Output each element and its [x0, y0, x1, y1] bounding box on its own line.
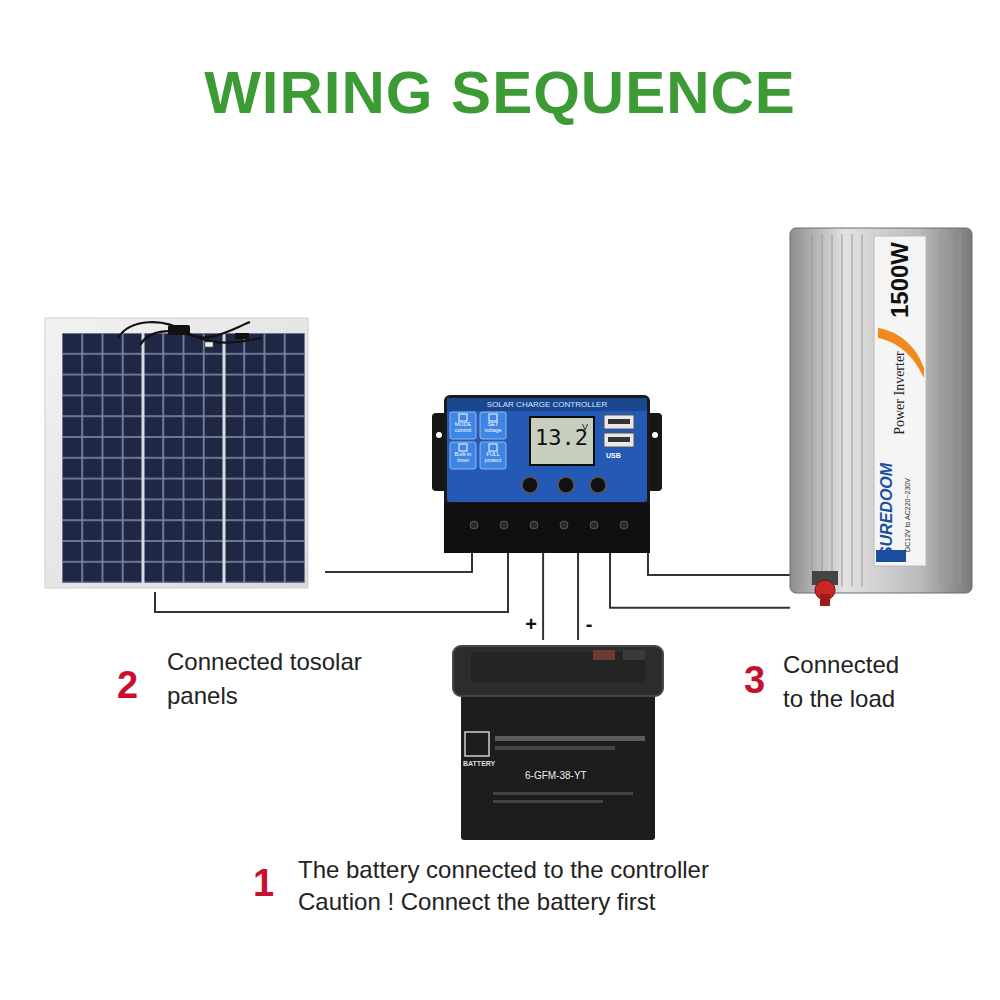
battery-outline — [453, 640, 663, 840]
diagram-title: WIRING SEQUENCE — [0, 58, 1000, 127]
caution-text: Caution ! Connect the battery first — [298, 888, 656, 916]
callout-number: 2 — [117, 664, 138, 707]
charge-controller: SOLAR CHARGE CONTROLLER 13.2V MODE control… — [432, 395, 662, 553]
wire — [610, 553, 790, 608]
lcd-reading: 13.2 — [535, 425, 588, 450]
battery: BATTERY 6-GFM-38-YT — [453, 640, 663, 840]
lcd-unit: V — [582, 422, 588, 432]
solar-panel — [45, 318, 308, 588]
brand-text: BATTERY — [463, 760, 495, 768]
model-number: 6-GFM-38-YT — [525, 770, 587, 782]
icon-caption: FULL protect — [480, 451, 506, 464]
brand-name: SUREDOOM — [878, 463, 896, 557]
icon-caption: MODE control — [450, 421, 476, 434]
power-rating: 1500W — [886, 242, 914, 318]
wire — [542, 553, 544, 640]
usb-mark: USB — [606, 452, 621, 460]
power-inverter-outline — [790, 228, 975, 618]
icon-caption: Built-in timer — [450, 451, 476, 464]
voltage-spec: DC12V to AC220~230V — [904, 478, 912, 552]
product-name: Power Inverter — [892, 351, 908, 435]
power-inverter: 1500W Power InverterSUREDOOM DC12V to AC22… — [790, 228, 975, 618]
callout-number: 1 — [253, 862, 274, 905]
panel-wires — [155, 553, 508, 612]
callout-number: 3 — [744, 659, 765, 702]
callout-text: Connected to the load — [783, 648, 919, 716]
callout-text: Connected tosolar panels — [167, 645, 367, 713]
terminal-sign: - — [584, 614, 595, 634]
icon-caption: SET voltage — [480, 421, 506, 434]
device-title: SOLAR CHARGE CONTROLLER — [446, 400, 648, 409]
wire — [577, 553, 579, 640]
wire — [648, 553, 790, 575]
callout-text: The battery connected to the controller — [298, 856, 709, 884]
terminal-sign: + — [523, 614, 539, 634]
charge-controller-outline — [432, 395, 662, 553]
